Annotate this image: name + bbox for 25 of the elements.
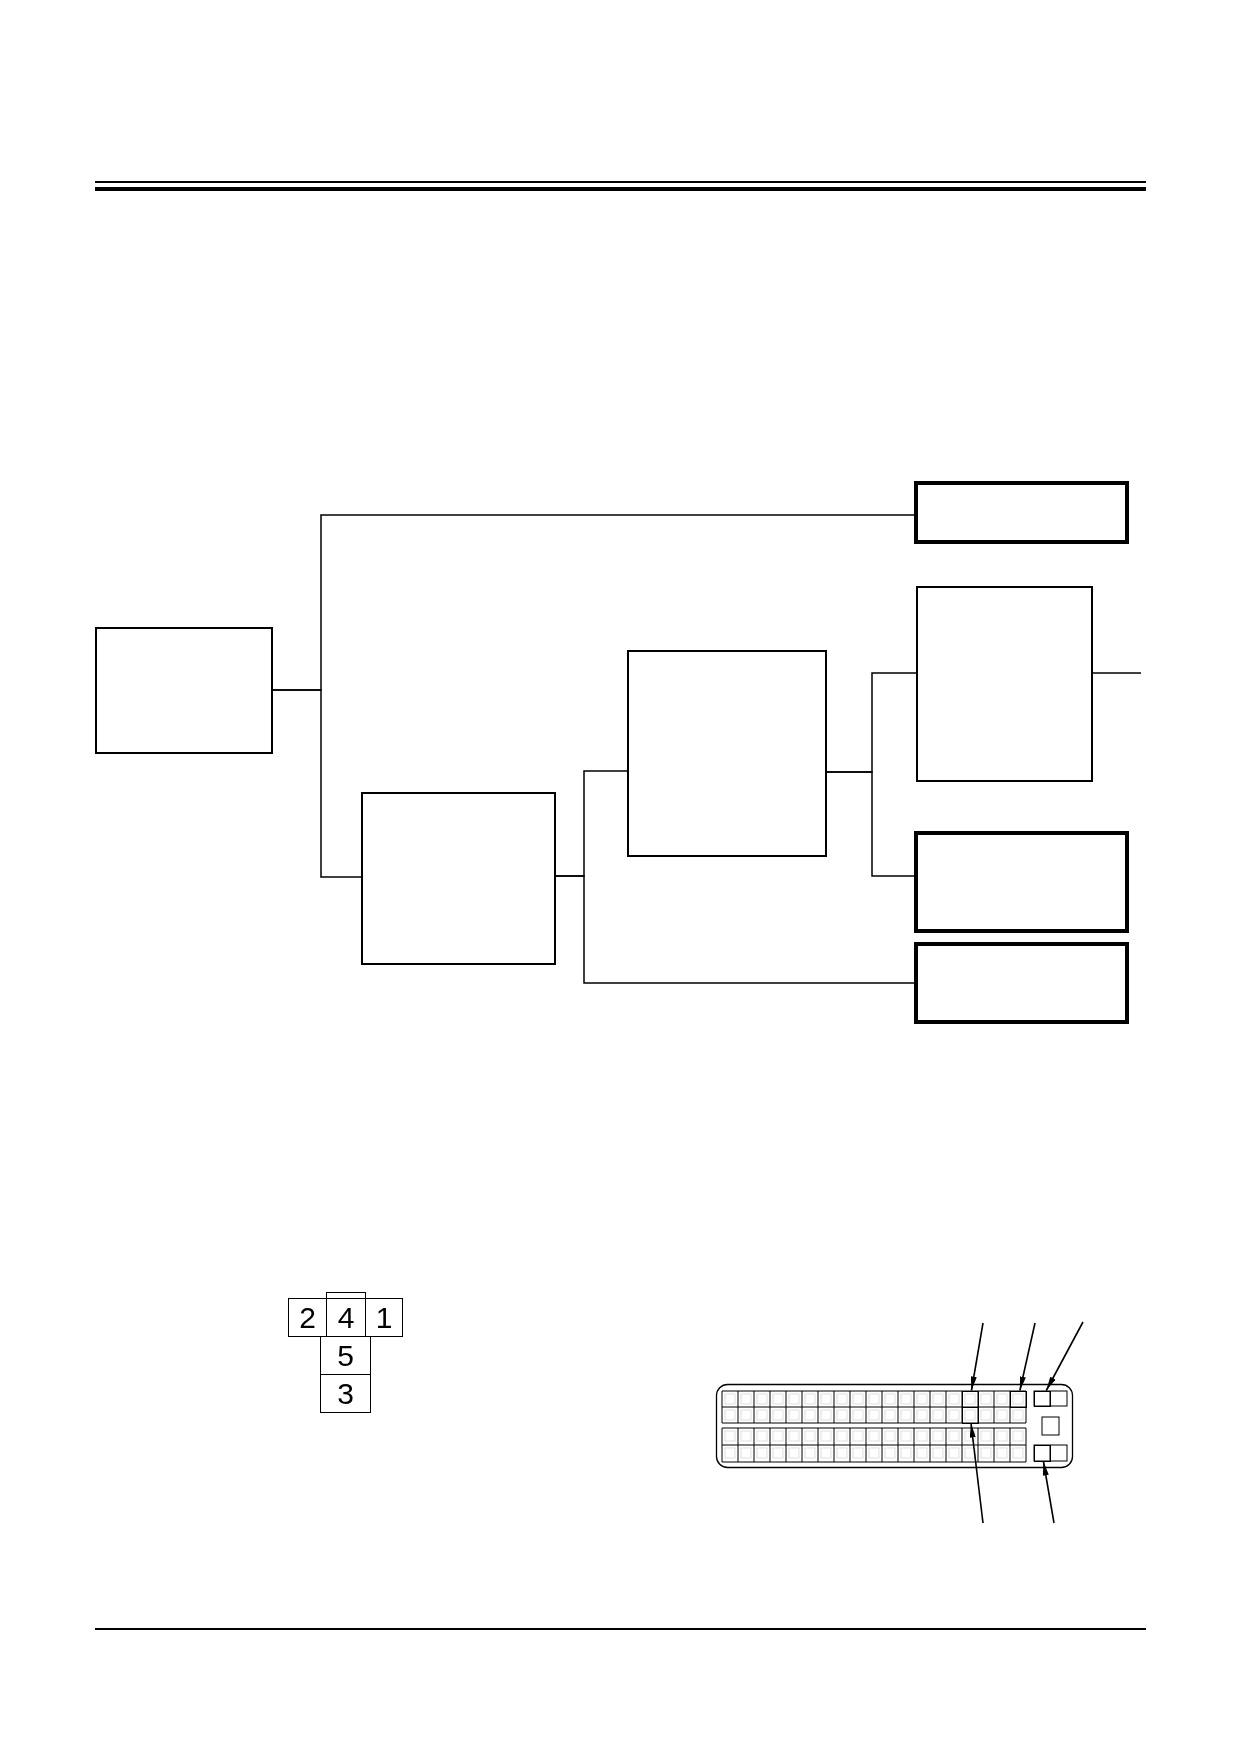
pointer-arrow <box>1042 1460 1055 1524</box>
module-box <box>914 831 1129 933</box>
module-box <box>914 481 1129 544</box>
module-box <box>916 586 1093 782</box>
connector-pin: 1 <box>365 1298 403 1337</box>
pin-cavity <box>1033 1444 1051 1462</box>
pin-cavity <box>1033 1390 1051 1407</box>
connector-pin: 3 <box>320 1374 371 1413</box>
connector-pin: 2 <box>288 1298 327 1337</box>
connector-line <box>272 689 362 878</box>
module-box <box>95 627 273 754</box>
pin-cavity <box>961 1390 979 1408</box>
pointer-arrow <box>970 1322 984 1392</box>
module-box <box>914 942 1129 1024</box>
module-box <box>361 792 556 965</box>
connector-line <box>1092 672 1142 674</box>
connector-pin: 5 <box>320 1336 371 1375</box>
pointer-arrow <box>1045 1321 1084 1392</box>
connector-line <box>826 771 915 877</box>
pin-cavity <box>1009 1390 1027 1408</box>
module-box <box>627 650 827 857</box>
connector-line <box>555 875 915 984</box>
pointer-arrow <box>1019 1322 1036 1392</box>
pin-cavity <box>961 1406 979 1424</box>
pointer-arrow <box>969 1422 984 1524</box>
